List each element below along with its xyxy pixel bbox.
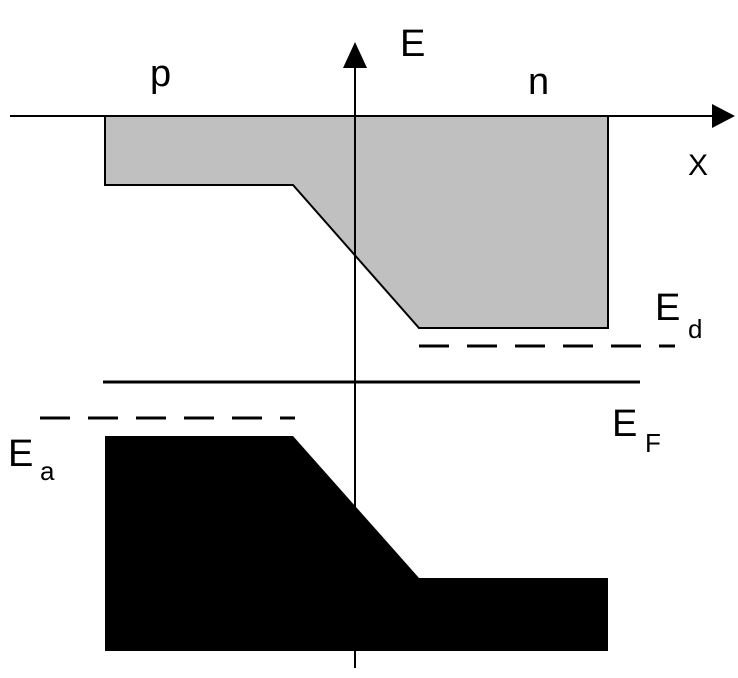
x-axis-arrowhead — [712, 104, 735, 128]
p-region-label: p — [150, 53, 171, 95]
valence-band — [105, 436, 608, 651]
fermi-level-subscript: F — [645, 428, 661, 458]
conduction-band — [104, 115, 609, 329]
acceptor-level-subscript: a — [40, 456, 55, 486]
acceptor-level-letter: E — [8, 433, 33, 475]
donor-level-subscript: d — [688, 314, 702, 344]
fermi-level-letter: E — [612, 403, 637, 445]
e-axis-arrowhead — [343, 42, 367, 68]
n-region-label: n — [528, 61, 549, 103]
energy-axis-label: E — [400, 23, 425, 65]
donor-level-letter: E — [655, 287, 680, 329]
position-axis-label: X — [688, 149, 708, 182]
